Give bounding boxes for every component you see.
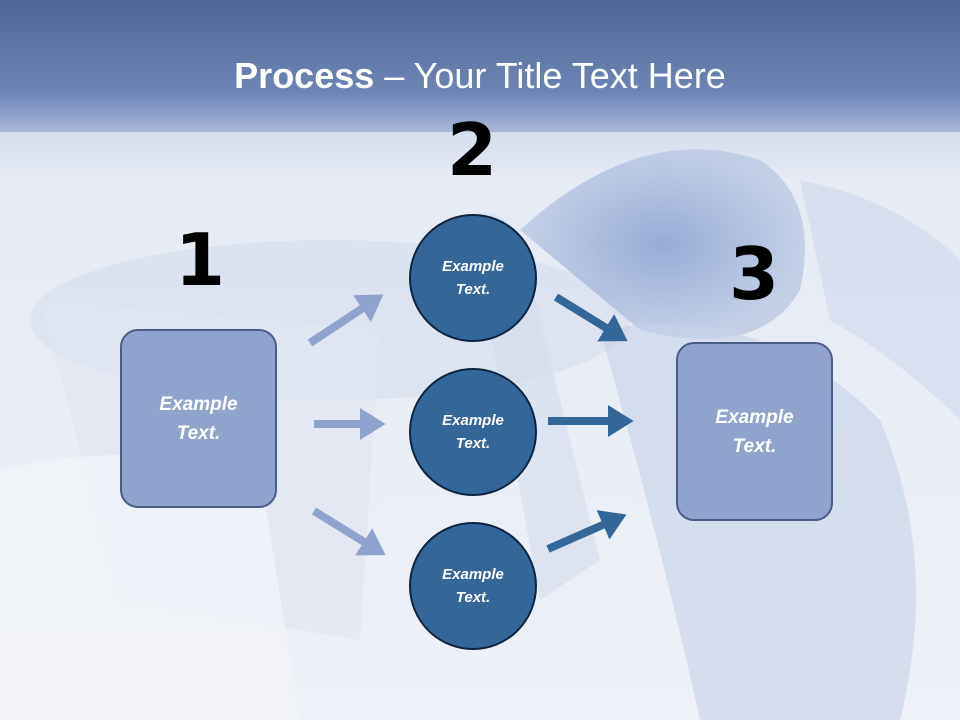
step-number-3: 3 <box>728 232 780 316</box>
circle-top-label: Example Text. <box>442 258 504 298</box>
step-number-1: 1 <box>174 218 226 302</box>
circle-bottom-label: Example Text. <box>442 566 504 606</box>
circle-middle: Example Text. <box>409 368 537 496</box>
left-process-box: Example Text. <box>120 329 277 508</box>
title-bold: Process <box>234 55 375 96</box>
circle-middle-label: Example Text. <box>442 412 504 452</box>
step-number-2: 2 <box>446 108 498 192</box>
slide-title: Process – Your Title Text Here <box>0 54 960 98</box>
arrow-left-to-bottom <box>311 507 386 556</box>
title-rest: – Your Title Text Here <box>374 55 726 96</box>
circle-bottom: Example Text. <box>409 522 537 650</box>
arrow-left-to-top <box>307 294 384 347</box>
arrow-bottom-to-right <box>546 510 627 553</box>
right-box-label: Example Text. <box>715 406 794 457</box>
right-process-box: Example Text. <box>676 342 833 521</box>
circle-top: Example Text. <box>409 214 537 342</box>
arrow-top-to-right <box>553 293 628 342</box>
left-box-label: Example Text. <box>159 393 238 444</box>
